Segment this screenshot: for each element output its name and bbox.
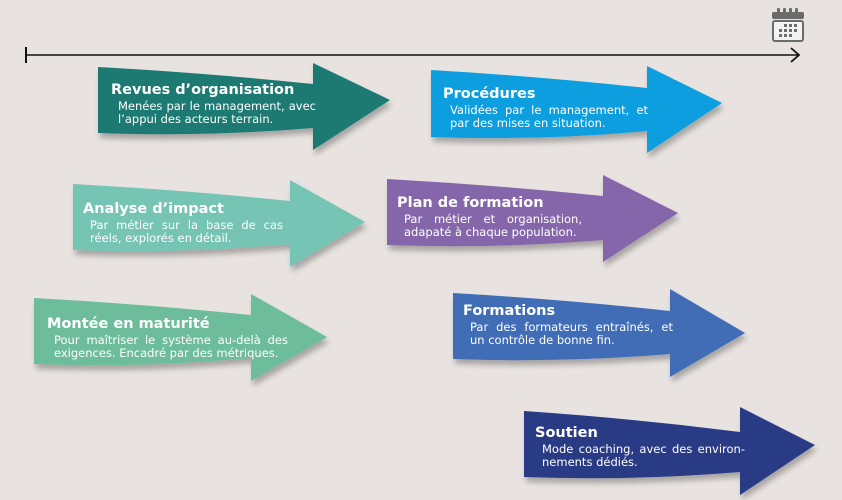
arrow-title: Formations [463,303,556,319]
calendar-icon [772,8,804,42]
timeline-axis [25,47,801,63]
arrow-description: Validées par le management, et par des m… [450,102,648,130]
arrow-shape-analyse [73,180,365,267]
arrow-title: Soutien [535,425,598,441]
arrow-analyse: Analyse d’impact Par métier sur la base … [83,201,283,245]
arrows-layer [34,63,815,495]
arrow-shape-montee [34,294,327,381]
arrow-description: Menées par le management, avec l’appui d… [118,98,316,126]
arrow-description: Mode coaching, avec des environ-nements … [542,441,745,469]
arrow-title: Montée en maturité [47,316,210,332]
arrow-shape-revues [98,63,390,150]
arrow-soutien: Soutien Mode coaching, avec des environ-… [535,425,745,469]
arrow-revues: Revues d’organisation Menées par le mana… [111,82,316,126]
arrow-description: Par des formateurs entraînés, et un cont… [470,319,673,347]
arrow-montee: Montée en maturité Pour maîtriser le sys… [47,316,288,360]
arrow-description: Par métier et organisation, adapaté à ch… [404,211,582,239]
arrow-shape-soutien [524,407,815,495]
arrow-procedures: Procédures Validées par le management, e… [443,86,648,130]
arrow-shape-formations [453,289,745,377]
arrow-plan: Plan de formation Par métier et organisa… [397,195,582,239]
arrow-description: Par métier sur la base de cas réels, exp… [90,217,283,245]
arrow-title: Procédures [443,86,536,102]
arrow-title: Plan de formation [397,195,544,211]
timeline-arrowhead [790,47,801,63]
arrow-title: Revues d’organisation [111,82,295,98]
arrow-shape-procedures [431,66,722,153]
arrow-title: Analyse d’impact [83,201,224,217]
arrow-formations: Formations Par des formateurs entraînés,… [463,303,673,347]
arrow-description: Pour maîtriser le système au-delà des ex… [54,332,288,360]
arrow-shape-plan [387,175,678,262]
